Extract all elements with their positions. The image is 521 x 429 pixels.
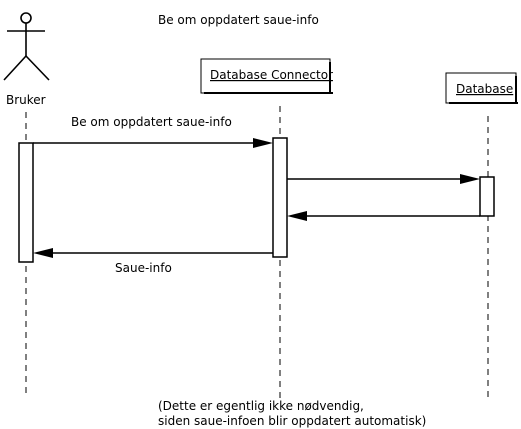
activation-database: [479, 176, 495, 217]
activation-database-connector: [272, 137, 288, 258]
message-response-label: Saue-info: [115, 261, 172, 275]
activation-bruker: [18, 142, 34, 263]
note-line-2: siden saue-infoen blir oppdatert automat…: [158, 414, 426, 428]
diagram-title: Be om oppdatert saue-info: [158, 13, 319, 27]
participant-database-connector: [200, 58, 333, 94]
participant-label-connector: Database Connector: [210, 68, 333, 82]
participant-database: [445, 72, 518, 104]
message-response-arrowhead: [33, 248, 53, 258]
actor-label: Bruker: [6, 93, 46, 107]
participant-label-database: Database: [456, 82, 513, 96]
actor-bruker: [3, 12, 50, 81]
message-request-arrowhead: [253, 138, 273, 148]
note-line-1: (Dette er egentlig ikke nødvendig,: [158, 399, 364, 413]
message-result-arrowhead: [287, 211, 307, 221]
message-query-arrowhead: [460, 174, 480, 184]
message-request-label: Be om oppdatert saue-info: [71, 115, 232, 129]
